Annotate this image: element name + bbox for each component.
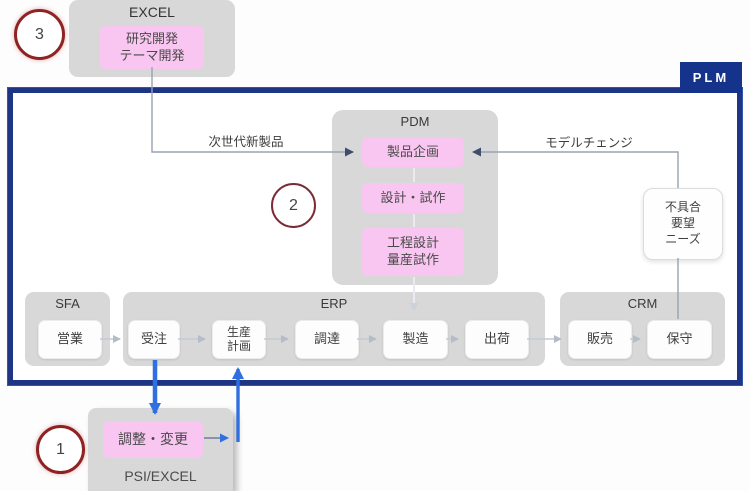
order-box: 受注 bbox=[128, 320, 180, 359]
sales-activity-box: 営業 bbox=[38, 320, 102, 359]
shipping-box: 出荷 bbox=[465, 320, 529, 359]
product-planning-box: 製品企画 bbox=[362, 137, 464, 167]
feedback-line2: 要望 bbox=[670, 216, 695, 231]
model-change-label: モデルチェンジ bbox=[545, 136, 633, 150]
psi-excel-box: 調整・変更 PSI/EXCEL bbox=[88, 408, 233, 491]
plm-tab-label: PLM bbox=[680, 62, 742, 93]
rnd-theme-development-box: 研究開発 テーマ開発 bbox=[100, 26, 204, 69]
procurement-box: 調達 bbox=[295, 320, 359, 359]
rnd-theme-line2: テーマ開発 bbox=[119, 47, 185, 63]
psi-excel-title: PSI/EXCEL bbox=[124, 468, 197, 484]
feedback-line3: ニーズ bbox=[665, 231, 701, 246]
excel-source-title: EXCEL bbox=[129, 4, 175, 20]
callout-circle-2: 2 bbox=[271, 183, 316, 228]
sfa-container: SFA 営業 bbox=[25, 292, 110, 366]
sfa-title: SFA bbox=[55, 296, 80, 311]
production-planning-line2: 計画 bbox=[226, 338, 251, 353]
process-design-line2: 量産試作 bbox=[386, 252, 439, 267]
adjust-change-box: 調整・変更 bbox=[103, 421, 203, 458]
erp-container: ERP 受注 生産 計画 調達 製造 出荷 bbox=[123, 292, 545, 366]
crm-container: CRM 販売 保守 bbox=[560, 292, 725, 366]
design-prototype-box: 設計・試作 bbox=[362, 183, 464, 213]
process-design-line1: 工程設計 bbox=[386, 235, 439, 251]
callout-circle-3: 3 bbox=[14, 9, 65, 60]
pdm-title: PDM bbox=[400, 114, 430, 129]
crm-title: CRM bbox=[627, 296, 658, 311]
feedback-needs-box: 不具合 要望 ニーズ bbox=[643, 188, 723, 260]
manufacturing-box: 製造 bbox=[383, 320, 448, 359]
next-gen-product-label: 次世代新製品 bbox=[208, 135, 284, 149]
rnd-theme-line1: 研究開発 bbox=[125, 30, 178, 46]
maintenance-box: 保守 bbox=[647, 320, 712, 359]
erp-title: ERP bbox=[320, 296, 348, 311]
production-planning-line1: 生産 bbox=[226, 324, 251, 339]
crm-sales-box: 販売 bbox=[568, 320, 632, 359]
excel-source-box: EXCEL 研究開発 テーマ開発 bbox=[69, 0, 235, 77]
feedback-line1: 不具合 bbox=[664, 200, 701, 215]
callout-circle-1: 1 bbox=[36, 425, 85, 474]
production-planning-box: 生産 計画 bbox=[212, 320, 266, 359]
process-design-box: 工程設計 量産試作 bbox=[362, 228, 464, 276]
pdm-container: PDM 製品企画 設計・試作 工程設計 量産試作 bbox=[332, 110, 498, 285]
